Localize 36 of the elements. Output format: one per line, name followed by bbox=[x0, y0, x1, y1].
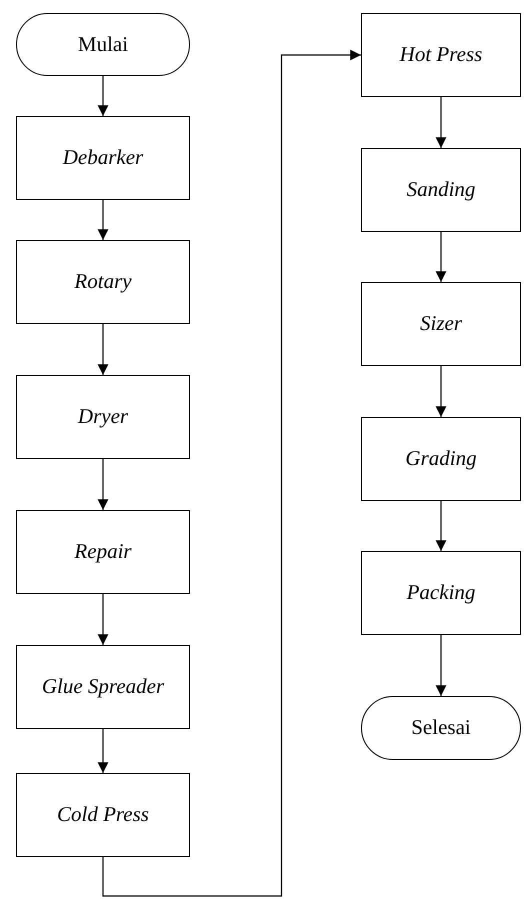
process-box bbox=[361, 13, 521, 97]
process-box bbox=[361, 148, 521, 232]
process-box bbox=[16, 240, 190, 324]
arrow bbox=[98, 459, 108, 510]
arrow bbox=[98, 594, 108, 645]
arrow bbox=[436, 635, 446, 696]
process-box bbox=[16, 116, 190, 200]
node-label: Packing bbox=[406, 579, 476, 606]
arrow bbox=[102, 50, 361, 897]
node-label: Grading bbox=[405, 445, 477, 472]
node-label: Debarker bbox=[62, 144, 144, 172]
process-box bbox=[361, 551, 521, 635]
node-label: Selesai bbox=[411, 714, 471, 742]
arrow bbox=[436, 366, 446, 417]
node-label: Rotary bbox=[74, 268, 132, 296]
node-label: Sizer bbox=[420, 310, 462, 338]
arrow bbox=[98, 324, 108, 375]
arrow bbox=[98, 729, 108, 773]
node-label: Sanding bbox=[406, 176, 476, 204]
node-label: Dryer bbox=[78, 403, 128, 430]
arrow bbox=[98, 200, 108, 240]
process-box bbox=[361, 417, 521, 501]
arrow bbox=[436, 232, 446, 282]
node-label: Mulai bbox=[78, 30, 128, 58]
node-label: Cold Press bbox=[57, 801, 149, 828]
process-box bbox=[16, 773, 190, 857]
process-box bbox=[16, 645, 190, 729]
arrow bbox=[436, 97, 446, 148]
process-box bbox=[16, 510, 190, 594]
node-label: Repair bbox=[74, 538, 132, 566]
node-label: Hot Press bbox=[400, 41, 482, 68]
arrow bbox=[98, 76, 108, 116]
arrow bbox=[436, 501, 446, 551]
process-box bbox=[16, 375, 190, 459]
process-box bbox=[361, 282, 521, 366]
node-label: Glue Spreader bbox=[42, 673, 164, 700]
